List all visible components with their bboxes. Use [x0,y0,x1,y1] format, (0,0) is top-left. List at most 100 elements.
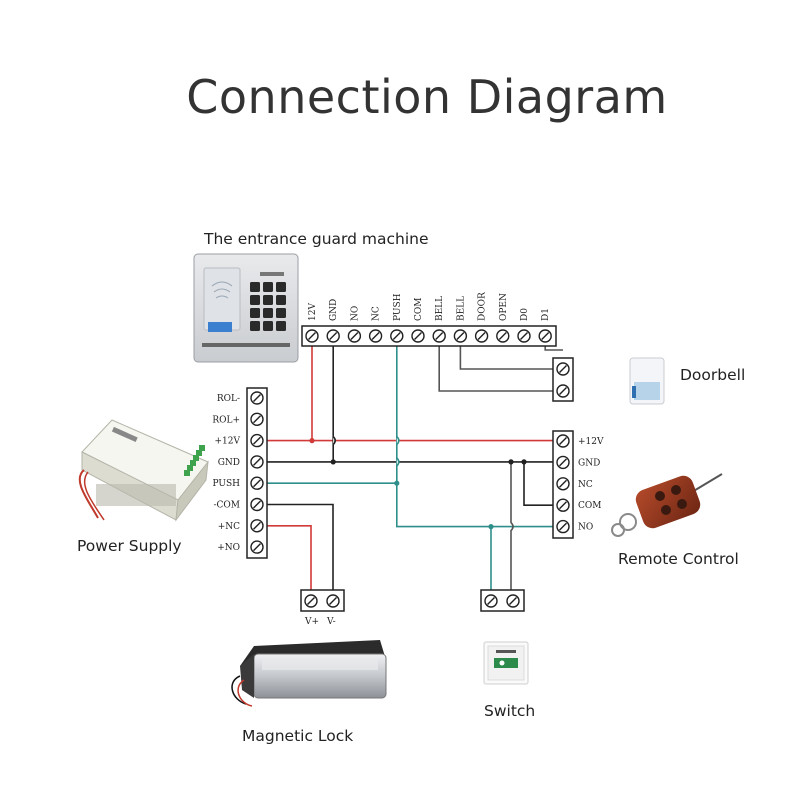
magnetic-lock-image [231,640,387,707]
wire-junction [508,459,514,465]
caption-entrance-guard: The entrance guard machine [204,230,429,248]
power-supply-terminal-label: PUSH [213,479,241,489]
exit-switch-image [483,641,529,685]
wire-bell-1 [459,342,557,370]
controller-terminal [305,329,319,343]
wires [263,342,563,596]
psu-terminal-screw [187,465,193,471]
psu-terminal-screw [193,455,199,461]
remote-terminal-label: +12V [578,437,604,447]
page-title: Connection Diagram [186,70,668,124]
wire-remote-com [523,461,557,506]
controller-terminal [453,329,468,343]
caption-switch: Switch [484,702,536,720]
wire-gnd [263,342,557,463]
controller-terminal [368,329,383,343]
wire-lock-nc [263,525,312,595]
power-supply-terminal-label: +NC [218,522,240,532]
keypad-key [250,295,260,305]
power-supply-terminal [250,412,264,426]
controller-terminal-label: NC [372,306,382,321]
controller-terminal-block [301,325,557,347]
remote-terminal-label: NC [578,480,593,490]
psu-terminal-screw [184,470,190,476]
doorbell-image [629,357,665,405]
controller-terminal [411,329,425,343]
controller-terminal-label: COM [414,298,424,321]
controller-terminal [326,329,340,343]
power-supply-terminal [250,497,264,512]
wire-crossover [332,436,336,446]
controller-terminal-label: DOOR [478,292,488,321]
power-supply-terminal-label: +12V [215,437,241,447]
psu-terminal-screw [190,460,196,466]
keypad-key [263,308,273,318]
caption-magnetic-lock: Magnetic Lock [242,727,354,745]
power-supply-image [78,419,209,522]
wire-junction [521,459,527,465]
remote-terminal-label: COM [578,501,601,511]
controller-terminal-label: GND [329,299,339,321]
controller-terminal [347,329,362,343]
power-supply-terminal [250,519,264,533]
power-supply-terminal [250,391,264,405]
power-supply-terminal-label: +NO [217,543,240,553]
terminal-blocks [246,325,574,612]
wire-switch-gnd [510,461,514,596]
remote-terminal [556,455,570,470]
lock-terminal [326,594,340,608]
power-supply-terminal [250,433,264,448]
lock-terminal-label: V+ [304,617,319,627]
controller-terminal-label: BELL [456,296,466,321]
power-supply-terminal-label: ROL- [217,394,240,404]
controller-terminal-label: 12V [308,303,318,321]
lock-terminal [304,594,318,608]
keypad-key [263,282,273,292]
doorbell-terminal [556,384,570,398]
wire-junction [309,438,315,444]
keypad-key [263,321,273,331]
remote-terminal [556,498,570,512]
psu-terminal-screw [199,445,205,451]
switch-terminal [506,594,520,608]
keypad-key [263,295,273,305]
controller-terminal-label: D0 [520,308,530,321]
caption-remote-control: Remote Control [618,550,739,568]
keypad-key [276,282,286,292]
wire-crossover [396,436,400,446]
keypad-image [193,253,299,363]
remote-terminal-label: GND [578,458,600,468]
remote-terminal [556,519,570,534]
controller-terminal-label: BELL [435,296,445,321]
wire-crossover [396,457,400,467]
lock-terminal-label: V- [326,617,336,627]
wire-push [263,342,557,528]
controller-terminal [517,329,531,343]
power-supply-terminal [250,455,264,469]
power-supply-terminal-label: ROL+ [212,415,240,425]
remote-terminal-label: NO [578,523,593,533]
remote-terminal [556,434,570,448]
wire-junction [488,524,494,530]
caption-doorbell: Doorbell [680,366,746,384]
controller-terminal [432,329,446,343]
keypad-key [250,282,260,292]
power-supply-terminal [250,476,264,490]
wire-bell-2 [438,342,557,392]
power-supply-terminal-block [246,387,268,559]
remote-control-image [611,473,723,537]
keypad-key [250,308,260,318]
power-supply-terminal-label: GND [218,458,240,468]
keypad-key [276,295,286,305]
controller-terminal-label: NO [350,306,360,321]
psu-terminal-screw [196,450,202,456]
power-supply-terminal [250,540,264,554]
keypad-key [276,321,286,331]
remote-terminal [556,477,570,491]
keypad-key [250,321,260,331]
controller-terminal [496,329,510,343]
power-supply-terminal-label: -COM [213,501,240,511]
controller-terminal [390,329,404,343]
